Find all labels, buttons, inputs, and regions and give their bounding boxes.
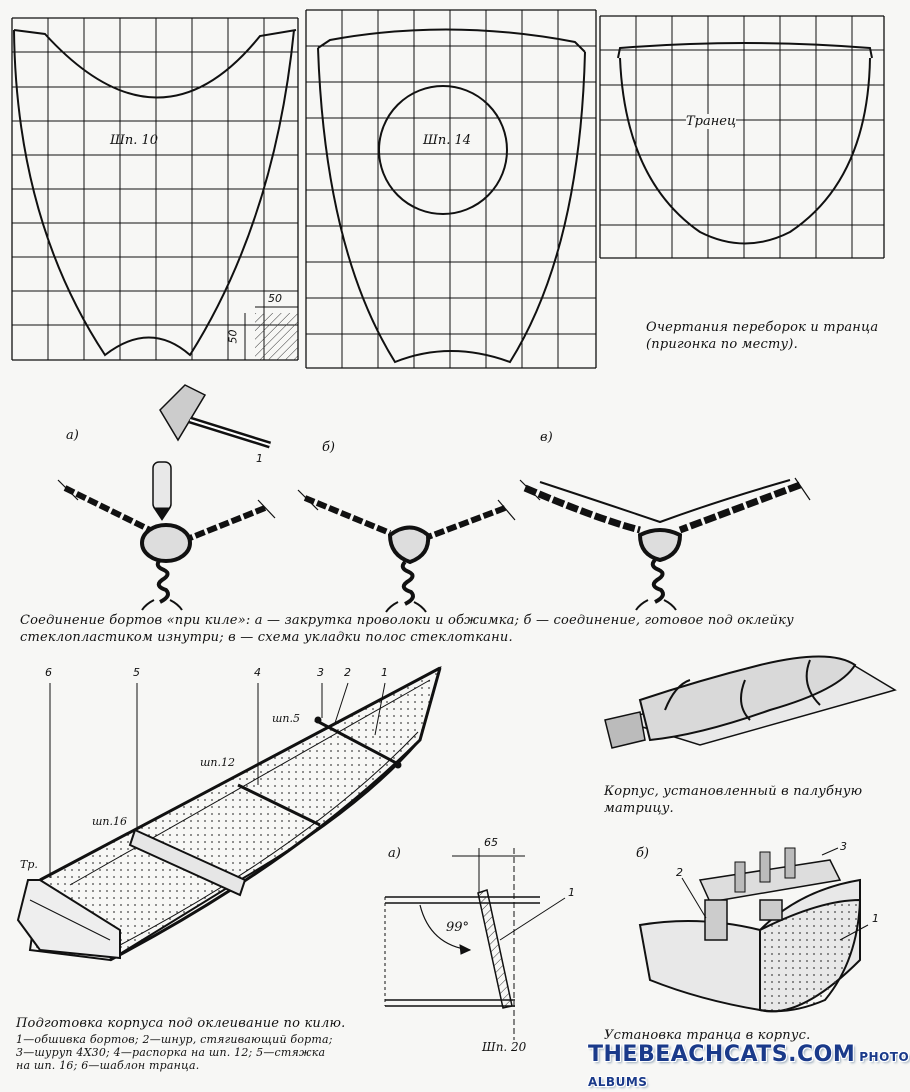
hull-drawing <box>16 666 442 962</box>
hull-caption-title: Подготовка корпуса под оклеивание по кил… <box>16 1016 346 1031</box>
transom-panel <box>599 15 885 259</box>
joint-a-callout-1: 1 <box>256 452 263 465</box>
hull-frame16-label: шп.16 <box>92 815 127 828</box>
hull-callout-3: 3 <box>317 666 324 679</box>
joint-caption-line2: стеклопластиком изнутри; в — схема уклад… <box>20 630 513 645</box>
transom-detail-b <box>638 847 869 1013</box>
outline-caption-line2: (пригонка по месту). <box>646 337 798 352</box>
hull-callout-1: 1 <box>381 666 388 679</box>
transom-detail-b-callout-3: 3 <box>840 840 847 853</box>
hull-caption-line1: 1—обшивка бортов; 2—шнур, стягивающий бо… <box>16 1033 333 1046</box>
frame14-panel <box>305 9 597 369</box>
outline-caption-line1: Очертания переборок и транца <box>646 320 879 335</box>
hull-transom-label: Тр. <box>20 858 38 871</box>
matrix-caption-line2: матрицу. <box>604 801 674 816</box>
transom-detail-frame20-label: Шп. 20 <box>482 1040 527 1054</box>
transom-detail-a-label: а) <box>388 846 401 861</box>
joint-a-label: а) <box>66 428 79 443</box>
joint-v-label: в) <box>540 430 553 445</box>
matrix-caption-line1: Корпус, установленный в палубную <box>604 784 863 799</box>
frame10-label: Шп. 10 <box>110 133 159 148</box>
frame10-panel <box>11 17 299 361</box>
joint-v <box>519 477 811 611</box>
hull-callout-2: 2 <box>344 666 351 679</box>
dim-50-horizontal: 50 <box>268 292 282 305</box>
hull-callout-6: 6 <box>45 666 52 679</box>
watermark-brand: THEBEACHCATS.COM <box>588 1042 856 1067</box>
matrix-drawing <box>604 655 897 749</box>
transom-detail-dim-65: 65 <box>484 836 498 849</box>
transom-label: Транец <box>686 114 737 129</box>
transom-install-caption: Установка транца в корпус. <box>604 1028 811 1043</box>
transom-detail-a <box>384 848 566 1040</box>
transom-detail-angle: 99° <box>446 920 470 935</box>
hull-caption-line3: на шп. 16; 6—шаблон транца. <box>16 1059 200 1072</box>
hull-frame12-label: шп.12 <box>200 756 235 769</box>
joint-b-label: б) <box>322 440 336 455</box>
transom-detail-b-callout-2: 2 <box>676 866 683 879</box>
transom-detail-callout-1: 1 <box>568 886 575 899</box>
joint-a <box>57 384 276 611</box>
joint-caption-line1: Соединение бортов «при киле»: а — закрут… <box>20 613 794 628</box>
hull-callout-4: 4 <box>254 666 261 679</box>
hull-callout-5: 5 <box>133 666 140 679</box>
transom-detail-b-callout-1: 1 <box>872 912 879 925</box>
dim-50-vertical: 50 <box>226 329 240 344</box>
hull-caption-line2: 3—шуруп 4Х30; 4—распорка на шп. 12; 5—ст… <box>16 1046 326 1059</box>
joint-b <box>297 489 516 613</box>
frame14-label: Шп. 14 <box>423 133 472 148</box>
hull-frame5-label: шп.5 <box>272 712 300 725</box>
transom-detail-b-label: б) <box>636 846 650 861</box>
